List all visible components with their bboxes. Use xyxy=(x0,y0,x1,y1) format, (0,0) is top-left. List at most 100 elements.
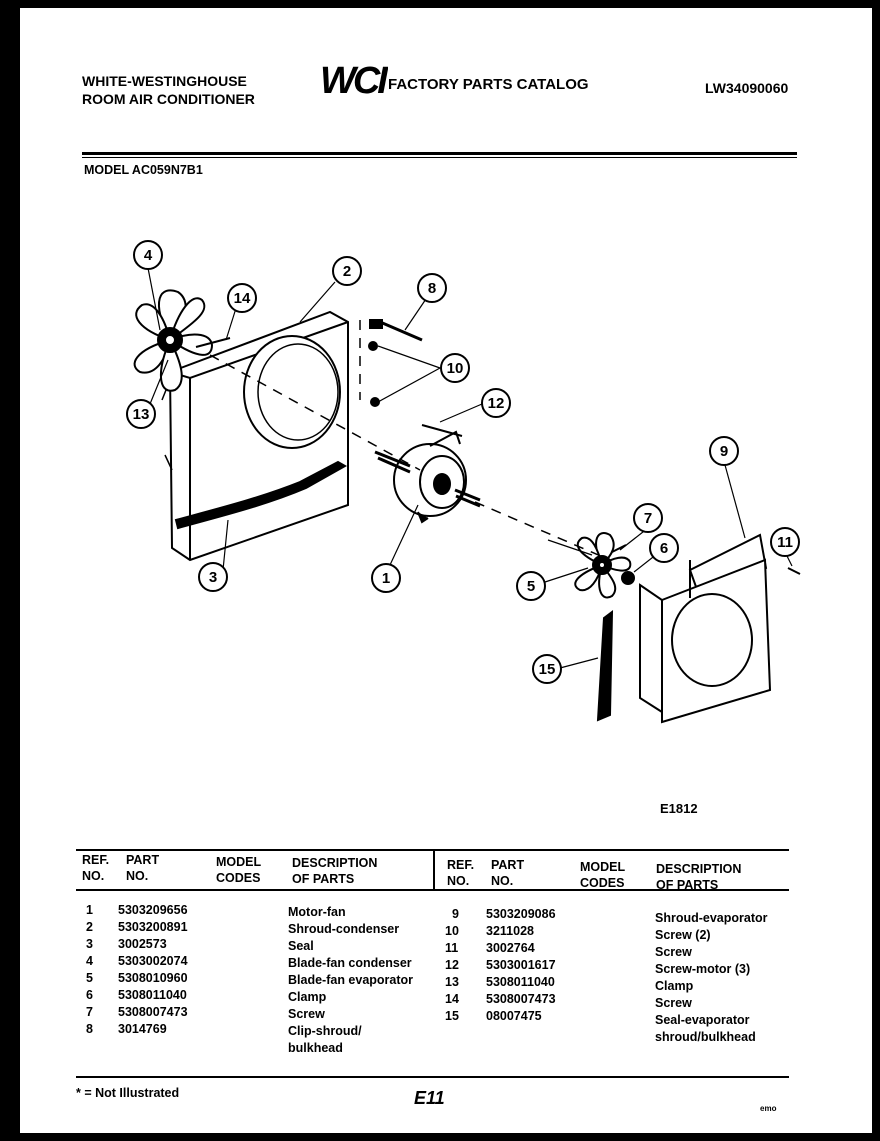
callout-label-1: 1 xyxy=(382,570,390,587)
condenser-shroud xyxy=(161,310,349,562)
table-row-desc: Screw-motor (3) xyxy=(655,962,751,976)
wci-logo-text: WCI xyxy=(320,60,388,98)
callout-15 xyxy=(532,654,562,684)
table-row-desc: Shroud-evaporator xyxy=(655,911,768,925)
table-row-ref: 3 xyxy=(86,937,93,951)
table-row-desc: Seal-evaporator shroud/bulkhead xyxy=(655,1013,756,1044)
not-illustrated-note: * = Not Illustrated xyxy=(76,1086,180,1100)
table-row-ref: 11 xyxy=(445,941,459,955)
table-row-desc: Clamp xyxy=(288,990,327,1004)
callout-4 xyxy=(133,240,163,270)
table-row-desc: Screw xyxy=(655,945,692,959)
table-row-desc: Blade-fan evaporator xyxy=(288,973,414,987)
callout-10 xyxy=(440,353,470,383)
callout-6 xyxy=(649,533,679,563)
table-row-part: 5303200891 xyxy=(118,920,188,934)
table-row-part: 5303001617 xyxy=(486,958,556,972)
left-col-codes: MODEL CODES xyxy=(216,855,262,885)
callout-label-14: 14 xyxy=(234,290,251,307)
table-row-desc: Clip-shroud/ bulkhead xyxy=(288,1024,362,1055)
table-row-ref: 5 xyxy=(86,971,93,985)
callout-label-2: 2 xyxy=(343,263,351,280)
callout-label-3: 3 xyxy=(209,569,217,586)
table-row-part: 5303002074 xyxy=(118,954,188,968)
table-row-ref: 15 xyxy=(445,1009,459,1023)
table-row-part: 08007475 xyxy=(486,1009,542,1023)
table-row-ref: 2 xyxy=(86,920,93,934)
callout-13 xyxy=(126,399,156,429)
table-row-part: 3002764 xyxy=(486,941,535,955)
callout-label-8: 8 xyxy=(428,280,436,297)
table-row-desc: Screw xyxy=(655,996,692,1010)
evaporator-shroud xyxy=(639,533,772,724)
table-row-desc: Clamp xyxy=(655,979,694,993)
left-col-ref: REF. NO. xyxy=(82,853,110,883)
table-row-part: 3002573 xyxy=(118,937,167,951)
header-rule-thin xyxy=(82,157,797,158)
evaporator-seal xyxy=(596,609,614,722)
table-row-desc: Blade-fan condenser xyxy=(288,956,412,970)
footer-mark: emo xyxy=(760,1104,777,1113)
table-row-part: 3211028 xyxy=(486,924,534,938)
fan-motor xyxy=(374,430,481,524)
table-row-ref: 12 xyxy=(445,958,459,972)
table-row-part: 5303209086 xyxy=(486,907,556,921)
table-top-rule xyxy=(76,849,789,851)
page-number: E11 xyxy=(414,1088,445,1108)
callout-label-13: 13 xyxy=(133,406,150,423)
callout-label-11: 11 xyxy=(777,534,793,551)
right-col-part: PART NO. xyxy=(491,858,525,888)
evaporator-fan-blade xyxy=(574,532,632,599)
condenser-seal xyxy=(174,460,348,530)
callout-7 xyxy=(633,503,663,533)
table-row-part: 5308007473 xyxy=(486,992,556,1006)
table-row-ref: 4 xyxy=(86,954,93,968)
brand-line-2: ROOM AIR CONDITIONER xyxy=(82,91,255,107)
brand-line-1: WHITE-WESTINGHOUSE xyxy=(82,73,247,89)
callout-3 xyxy=(198,562,228,592)
table-row-desc: Shroud-condenser xyxy=(288,922,400,936)
table-row-part: 5308011040 xyxy=(118,988,187,1002)
callout-label-5: 5 xyxy=(527,578,535,595)
figure-code: E1812 xyxy=(660,801,698,816)
callout-1 xyxy=(371,563,401,593)
table-row-desc: Screw (2) xyxy=(655,928,711,942)
table-row-ref: 8 xyxy=(86,1022,93,1036)
table-header-rule xyxy=(76,889,789,891)
callout-label-10: 10 xyxy=(447,360,464,377)
callout-14 xyxy=(227,283,257,313)
callout-11 xyxy=(770,527,800,557)
right-col-ref: REF. NO. xyxy=(447,858,475,888)
footer-rule xyxy=(76,1076,789,1078)
callout-label-9: 9 xyxy=(720,443,728,460)
table-row-part: 5308010960 xyxy=(118,971,188,985)
table-row-desc: Seal xyxy=(288,939,314,953)
table-row-desc: Screw xyxy=(288,1007,325,1021)
condenser-fan-blade xyxy=(133,289,214,392)
callout-5 xyxy=(516,571,546,601)
table-row-desc: Motor-fan xyxy=(288,905,346,919)
table-divider xyxy=(433,849,435,889)
header-rule-thick xyxy=(82,152,797,155)
callout-label-6: 6 xyxy=(660,540,668,557)
callout-label-7: 7 xyxy=(644,510,652,527)
table-row-part: 5308007473 xyxy=(118,1005,188,1019)
right-col-desc: DESCRIPTION OF PARTS xyxy=(656,862,742,892)
wci-logo: WCI xyxy=(320,60,388,98)
table-row-part: 5303209656 xyxy=(118,903,188,917)
left-col-desc: DESCRIPTION OF PARTS xyxy=(292,856,378,886)
callout-label-4: 4 xyxy=(144,247,153,264)
callout-9 xyxy=(709,436,739,466)
table-row-ref: 6 xyxy=(86,988,93,1002)
left-col-part: PART NO. xyxy=(126,853,160,883)
callout-2 xyxy=(332,256,362,286)
callout-label-15: 15 xyxy=(539,661,556,678)
evaporator-clamp xyxy=(621,571,635,585)
callout-8 xyxy=(417,273,447,303)
table-row-ref: 13 xyxy=(445,975,459,989)
table-row-ref: 10 xyxy=(445,924,459,938)
table-row-ref: 9 xyxy=(452,907,459,921)
table-row-part: 3014769 xyxy=(118,1022,167,1036)
callout-label-12: 12 xyxy=(488,395,505,412)
